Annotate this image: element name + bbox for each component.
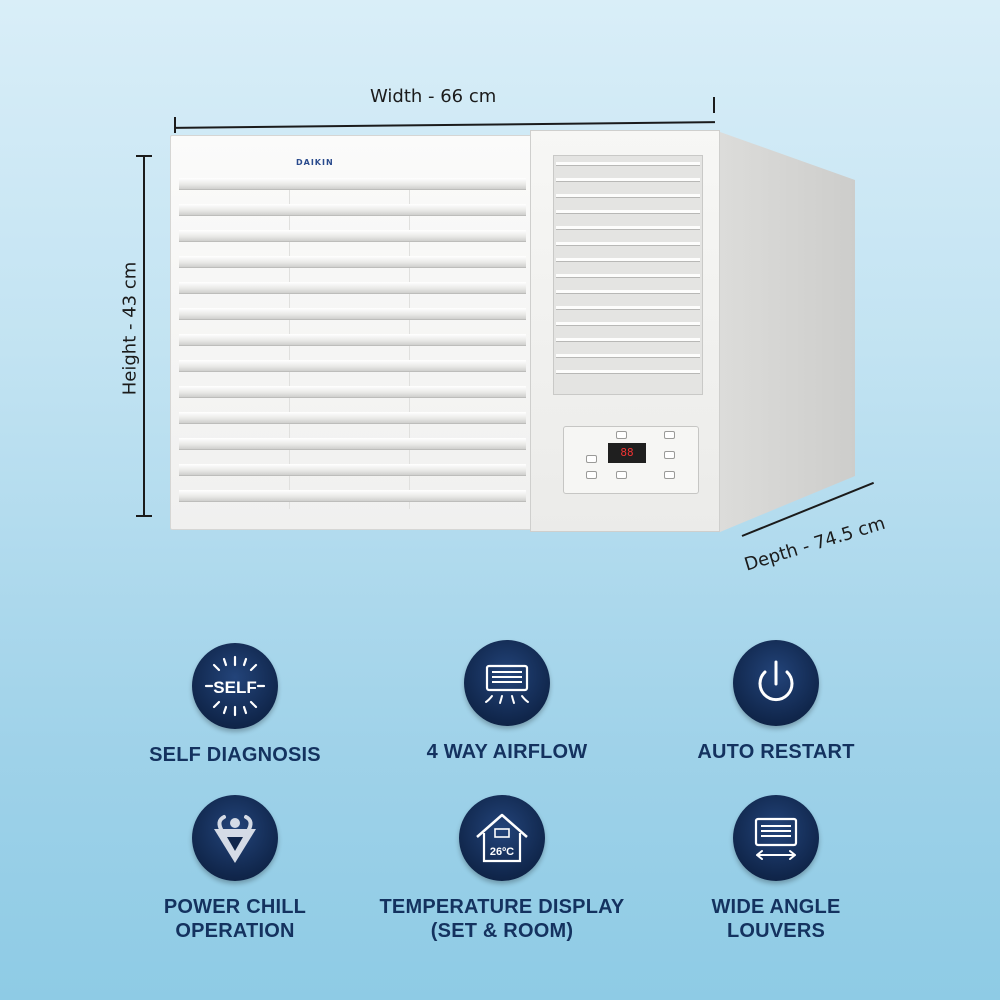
feature-label-line2: OPERATION	[175, 920, 295, 942]
feature-label-line1: POWER CHILL	[163, 896, 307, 918]
power-chill-icon	[192, 795, 278, 881]
feature-wide-angle-louvers: WIDE ANGLE LOUVERS	[626, 795, 926, 943]
air-outlet-grille	[553, 155, 703, 395]
panel-button[interactable]	[586, 455, 597, 463]
brand-logo: DAIKIN	[296, 158, 334, 167]
panel-button[interactable]	[664, 451, 675, 459]
width-line-cap-right	[713, 97, 715, 113]
feature-label: WIDE ANGLE LOUVERS	[626, 895, 926, 943]
feature-label: TEMPERATURE DISPLAY (SET & ROOM)	[352, 895, 652, 943]
wide-angle-louvers-icon	[733, 795, 819, 881]
feature-temperature-display: 26ºC TEMPERATURE DISPLAY (SET & ROOM)	[352, 795, 652, 943]
temperature-display-icon: 26ºC	[459, 795, 545, 881]
feature-label-line1: AUTO RESTART	[697, 741, 855, 763]
height-line-cap-bottom	[136, 515, 152, 517]
feature-label-line2: LOUVERS	[726, 920, 826, 942]
feature-label: SELF DIAGNOSIS	[85, 743, 385, 767]
self-icon-text: SELF	[213, 678, 256, 697]
feature-label: AUTO RESTART	[626, 740, 926, 764]
control-panel: 88	[563, 426, 699, 494]
height-line	[143, 155, 145, 517]
feature-4-way-airflow: 4 WAY AIRFLOW	[357, 640, 657, 764]
ac-control-section: 88	[530, 130, 720, 532]
window-ac-unit: DAIKIN	[165, 130, 855, 535]
feature-auto-restart: AUTO RESTART	[626, 640, 926, 764]
panel-button[interactable]	[586, 471, 597, 479]
panel-button[interactable]	[664, 431, 675, 439]
ac-side-panel	[720, 132, 855, 532]
feature-label: POWER CHILL OPERATION	[85, 895, 385, 943]
feature-label-line1: TEMPERATURE DISPLAY	[379, 896, 625, 918]
feature-self-diagnosis: SELF SELF DIAGNOSIS	[85, 643, 385, 767]
width-line	[175, 121, 715, 129]
height-line-cap-top	[136, 155, 152, 157]
feature-label-line2: (SET & ROOM)	[430, 920, 574, 942]
ac-front-louvers: DAIKIN	[170, 135, 535, 530]
temperature-screen: 88	[608, 443, 646, 463]
feature-label-line1: SELF DIAGNOSIS	[149, 744, 321, 766]
feature-label-line1: 4 WAY AIRFLOW	[426, 741, 588, 763]
width-line-cap-left	[174, 117, 176, 133]
feature-power-chill: POWER CHILL OPERATION	[85, 795, 385, 943]
feature-label-line1: WIDE ANGLE	[711, 896, 841, 918]
height-label: Height - 43 cm	[119, 261, 141, 396]
self-diagnosis-icon: SELF	[192, 643, 278, 729]
width-label: Width - 66 cm	[370, 86, 497, 107]
feature-label: 4 WAY AIRFLOW	[357, 740, 657, 764]
temp-icon-text: 26ºC	[490, 846, 514, 858]
power-icon	[733, 640, 819, 726]
panel-button[interactable]	[664, 471, 675, 479]
panel-button[interactable]	[616, 431, 627, 439]
panel-button[interactable]	[616, 471, 627, 479]
four-way-airflow-icon	[464, 640, 550, 726]
